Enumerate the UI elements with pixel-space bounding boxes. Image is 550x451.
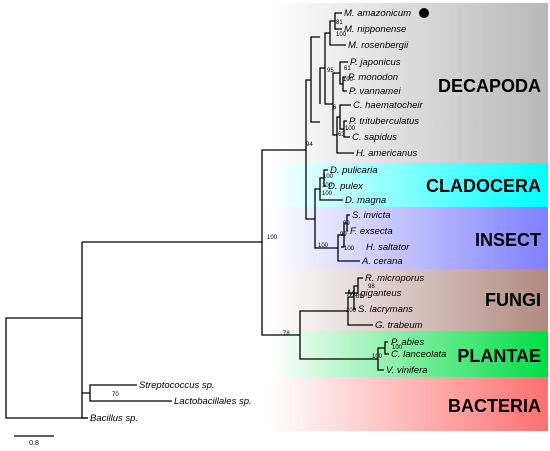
- taxon-label: P. japonicus: [350, 57, 401, 68]
- support-value: 100: [344, 246, 355, 252]
- scale-bar: 0.8: [14, 435, 54, 447]
- group-label-insect: INSECT: [475, 230, 541, 250]
- support-value: 100: [336, 32, 347, 38]
- branch: [319, 67, 325, 104]
- support-value: 99: [340, 232, 347, 238]
- taxon-labels: M. amazonicum M. nipponense M. rosenberg…: [90, 8, 446, 424]
- taxon-label: C. lanceolata: [391, 349, 446, 360]
- support-value: 61: [344, 66, 351, 72]
- support-value: 99: [343, 221, 350, 227]
- taxon-label: C. sapidus: [352, 132, 397, 143]
- group-labels: DECAPODA CLADOCERA INSECT FUNGI PLANTAE …: [426, 76, 541, 416]
- highlight-dot-icon: [419, 8, 429, 18]
- support-value: 100: [323, 174, 334, 180]
- taxon-label: V. vinifera: [386, 365, 428, 376]
- support-value: 81: [336, 20, 343, 26]
- taxon-label: Lactobacillales sp.: [174, 396, 252, 407]
- taxon-label: S. invicta: [352, 210, 391, 221]
- group-label-cladocera: CLADOCERA: [426, 176, 541, 196]
- taxon-label: C. haematocheir: [353, 100, 424, 111]
- support-value: 89: [356, 294, 363, 300]
- taxon-label: D. magna: [345, 195, 386, 206]
- support-value: 100: [343, 77, 354, 83]
- taxon-label: H. americanus: [356, 148, 417, 159]
- taxon-label: R. microporus: [365, 273, 424, 284]
- support-value: 100: [318, 243, 329, 249]
- decapoda-band: [270, 3, 548, 163]
- plantae-band: [270, 331, 548, 377]
- taxon-label: Streptococcus sp.: [139, 380, 215, 391]
- cladocera-band: [270, 163, 548, 207]
- taxon-label: F. exsecta: [350, 226, 393, 237]
- taxon-label: P. vannamei: [349, 86, 401, 97]
- taxon-label: M. amazonicum: [344, 8, 411, 19]
- bacteria-band: [270, 377, 548, 431]
- group-label-decapoda: DECAPODA: [438, 76, 541, 96]
- support-value: 100: [322, 183, 333, 189]
- taxon-label: M. rosenbergii: [348, 40, 409, 51]
- support-value: 100: [392, 345, 403, 351]
- support-value: 94: [306, 142, 313, 148]
- taxon-label: M. giganteus: [347, 288, 402, 299]
- tree-branches: [5, 12, 389, 419]
- support-value: 6: [333, 105, 337, 111]
- taxon-label: P. abies: [391, 337, 424, 348]
- taxon-label: H. saltator: [366, 242, 410, 253]
- support-value: 100: [345, 126, 356, 132]
- taxon-label: Bacillus sp.: [90, 413, 138, 424]
- taxon-label: M. nipponense: [344, 24, 406, 35]
- taxon-label: G. trabeum: [375, 320, 423, 331]
- taxon-label: P. monodon: [348, 72, 398, 83]
- support-value: 100: [267, 235, 278, 241]
- support-value: 98: [368, 284, 375, 290]
- fungi-band: [270, 269, 548, 331]
- branch: [5, 317, 88, 419]
- taxon-label: P. trituberculatus: [349, 116, 419, 127]
- insect-band: [270, 207, 548, 269]
- scale-bar-label: 0.8: [29, 440, 39, 447]
- support-values: 81 100 95 61 100 6 100 63 94 100 100 100…: [112, 20, 403, 398]
- branch: [81, 392, 90, 419]
- taxon-label: S. lacrymans: [358, 304, 413, 315]
- group-label-plantae: PLANTAE: [457, 346, 541, 366]
- support-value: 100: [372, 354, 383, 360]
- support-value: 100: [346, 308, 357, 314]
- taxon-label: D. pulicaria: [330, 165, 378, 176]
- support-value: 63: [338, 132, 345, 138]
- support-value: 78: [283, 331, 290, 337]
- support-value: 100: [322, 191, 333, 197]
- support-value: 70: [112, 392, 119, 398]
- group-label-fungi: FUNGI: [485, 290, 541, 310]
- support-value: 95: [327, 68, 334, 74]
- taxon-label: A. cerana: [361, 256, 403, 267]
- taxon-label: D. pulex: [328, 181, 364, 192]
- group-label-bacteria: BACTERIA: [448, 396, 541, 416]
